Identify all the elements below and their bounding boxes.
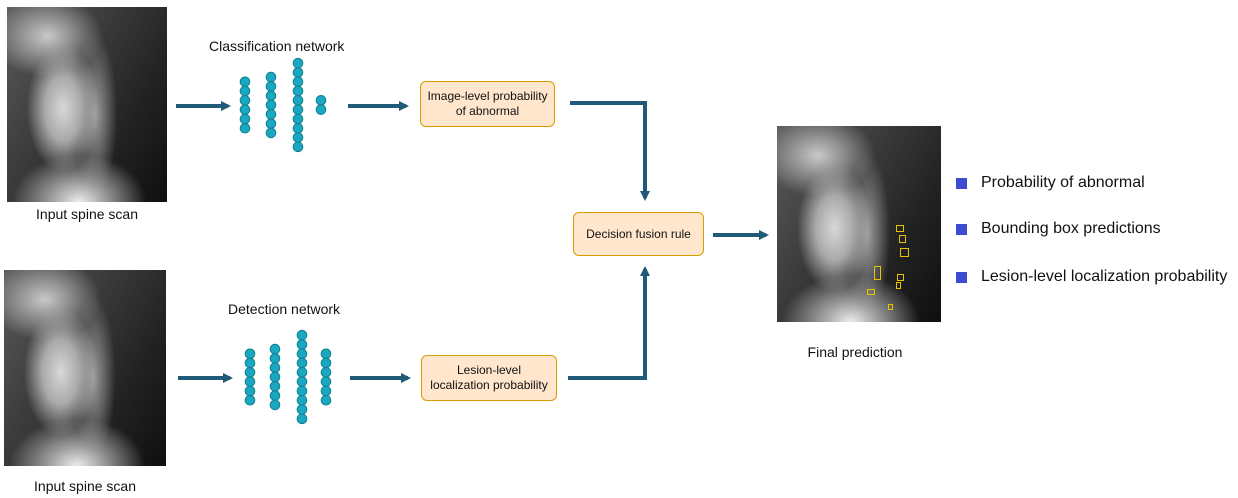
classification-network-title: Classification network (209, 38, 345, 54)
network-node (320, 357, 332, 369)
network-node (265, 90, 277, 101)
network-node (265, 127, 277, 139)
network-node (296, 376, 308, 387)
network-node (296, 357, 308, 369)
network-node (292, 57, 304, 69)
network-node (239, 76, 251, 88)
network-node (296, 339, 308, 350)
legend-label: Probability of abnormal (981, 174, 1145, 191)
input-spine-scan-top (7, 7, 167, 202)
network-node (269, 343, 281, 355)
network-node (244, 394, 256, 406)
final-prediction-caption: Final prediction (807, 344, 903, 360)
legend-label: Lesion-level localization probability (981, 268, 1228, 285)
bounding-box (897, 274, 904, 281)
network-node (269, 399, 281, 411)
network-node (320, 385, 332, 397)
network-node (320, 348, 332, 360)
decision-fusion-box: Decision fusion rule (573, 212, 704, 256)
network-node (265, 81, 277, 92)
network-node (269, 362, 281, 374)
network-node (292, 132, 304, 143)
network-node (269, 353, 281, 364)
network-node (269, 381, 281, 392)
detection-network-nodes (244, 329, 332, 425)
input-caption-top: Input spine scan (36, 206, 138, 222)
network-node (292, 113, 304, 125)
lesion-level-probability-box: Lesion-level localization probability (421, 355, 557, 401)
legend-item-lesion-probability: Lesion-level localization probability (956, 268, 1227, 286)
legend-label: Bounding box predictions (981, 220, 1161, 237)
network-node (296, 413, 308, 425)
network-node (269, 371, 281, 383)
detection-network-title: Detection network (228, 301, 341, 317)
network-node (292, 122, 304, 134)
network-node (265, 71, 277, 83)
network-node (244, 385, 256, 397)
network-node (315, 95, 327, 106)
network-node (296, 394, 308, 406)
network-node (239, 113, 251, 125)
network-node (265, 109, 277, 120)
bounding-box (899, 235, 906, 243)
network-node (292, 67, 304, 78)
arrow-lesion-prob-to-fusion (568, 266, 650, 380)
network-node (296, 329, 308, 341)
classification-network-nodes (239, 57, 327, 153)
network-node (292, 104, 304, 115)
legend-item-bounding-box: Bounding box predictions (956, 220, 1161, 238)
network-node (320, 376, 332, 387)
final-prediction-scan (777, 126, 941, 322)
bounding-box (888, 304, 893, 310)
network-node (269, 390, 281, 401)
network-node (244, 357, 256, 369)
network-node (244, 376, 256, 387)
network-node (265, 118, 277, 129)
network-node (244, 367, 256, 378)
input-spine-scan-bottom (4, 270, 166, 466)
legend-item-probability: Probability of abnormal (956, 174, 1145, 192)
network-node (239, 122, 251, 134)
network-node (239, 95, 251, 106)
network-node (320, 367, 332, 378)
network-node (320, 394, 332, 406)
arrow-image-prob-to-fusion (570, 101, 650, 201)
network-node (239, 85, 251, 97)
image-level-probability-box: Image-level probability of abnormal (420, 81, 555, 127)
network-node (315, 104, 327, 115)
square-icon (956, 223, 967, 235)
square-icon (956, 177, 967, 189)
network-node (239, 104, 251, 115)
network-node (292, 141, 304, 153)
network-node (296, 348, 308, 360)
network-node (292, 85, 304, 97)
bounding-box (896, 225, 904, 232)
network-node (296, 367, 308, 378)
network-node (292, 76, 304, 88)
bounding-box (874, 266, 881, 280)
square-icon (956, 271, 967, 283)
network-node (265, 99, 277, 111)
network-node (296, 404, 308, 415)
network-node (292, 95, 304, 106)
network-node (244, 348, 256, 360)
bounding-box (900, 248, 909, 257)
bounding-box (896, 282, 901, 289)
network-node (296, 385, 308, 397)
bounding-box (867, 289, 875, 295)
input-caption-bottom: Input spine scan (34, 478, 136, 494)
